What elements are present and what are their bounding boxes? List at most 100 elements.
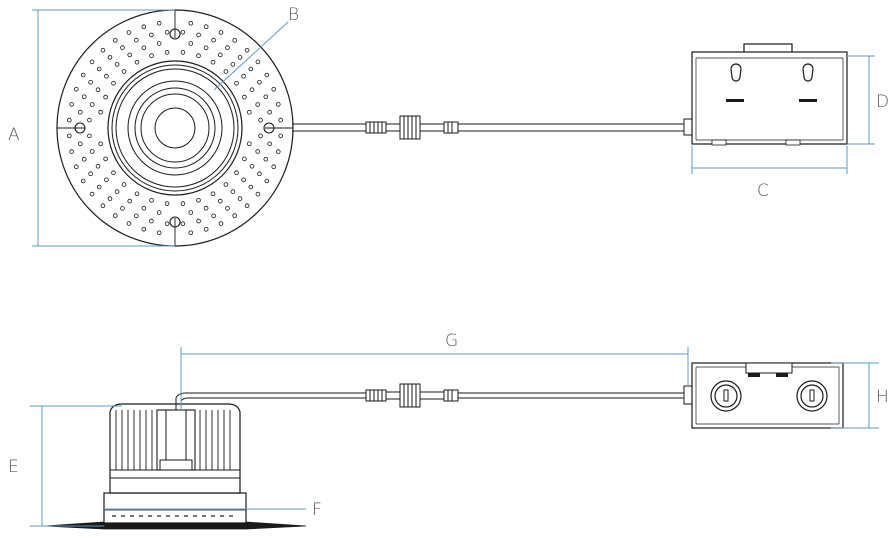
perforation-dot <box>255 149 261 154</box>
perforation-dot <box>264 178 270 184</box>
perforation-dot <box>81 94 87 100</box>
trim-flange <box>43 492 307 530</box>
perforation-dot <box>223 69 229 74</box>
side-view: G H E F <box>8 331 889 530</box>
perforation-dot <box>264 72 270 78</box>
perforation-dot <box>255 191 261 197</box>
perforation-dot <box>121 182 127 187</box>
perforation-dot <box>218 52 223 58</box>
perforation-dot <box>80 72 86 78</box>
perforation-dot <box>267 109 273 115</box>
perforation-dot <box>248 184 254 190</box>
perforation-dot <box>278 117 284 123</box>
perforation-dot <box>111 81 116 86</box>
perforation-dot <box>74 164 79 170</box>
perforation-dot <box>232 38 238 43</box>
perforation-dot <box>127 198 132 204</box>
perforation-dot <box>74 87 79 92</box>
dimension-d <box>847 55 875 145</box>
junction-box-top-view <box>691 43 848 146</box>
perforation-dot <box>164 29 170 35</box>
perforation-dot <box>127 52 132 58</box>
perforation-dot <box>120 206 125 211</box>
perforation-dot <box>69 149 74 154</box>
perforation-dot <box>271 87 277 92</box>
perforation-dot <box>218 30 224 35</box>
perforation-dot <box>257 80 262 85</box>
perforation-dot <box>87 133 92 139</box>
mounting-screw-holes <box>74 28 275 228</box>
perforation-dot <box>211 213 216 219</box>
perforation-dot <box>164 201 170 206</box>
top-cable <box>292 115 694 140</box>
dimension-e <box>30 405 122 527</box>
perforation-pattern <box>67 20 284 236</box>
perforation-dot <box>96 66 102 72</box>
perforation-dot <box>156 230 162 236</box>
perforation-dot <box>126 30 132 35</box>
perforation-dot <box>114 189 120 194</box>
perforation-dot <box>89 59 95 65</box>
perforation-dot <box>234 170 239 176</box>
perforation-dot <box>180 50 186 55</box>
perforation-dot <box>90 149 95 154</box>
label-h: H <box>876 387 889 407</box>
perforation-dot <box>87 117 92 123</box>
perforation-dot <box>244 203 250 209</box>
perforation-dot <box>203 45 209 51</box>
perforation-dot <box>196 32 201 38</box>
perforation-dot <box>67 133 72 139</box>
perforation-dot <box>98 141 103 147</box>
perforation-dot <box>120 45 125 50</box>
perforation-dot <box>134 59 140 65</box>
perforation-dot <box>244 47 250 53</box>
perforation-dot <box>249 87 255 92</box>
perforation-dot <box>180 29 186 35</box>
perforation-dot <box>141 205 147 211</box>
perforation-dot <box>267 141 273 147</box>
perforation-dot <box>104 177 109 183</box>
dimension-a <box>32 9 175 247</box>
perforation-dot <box>81 156 87 162</box>
leader-b <box>213 21 289 91</box>
perforation-dot <box>180 221 186 227</box>
perforation-dot <box>104 73 109 79</box>
perforation-dot <box>149 198 154 203</box>
perforation-dot <box>149 32 154 38</box>
heat-sink <box>109 403 241 494</box>
perforation-dot <box>78 109 83 115</box>
dimension-h <box>831 362 879 429</box>
perforation-dot <box>95 87 101 92</box>
perforation-dot <box>156 210 162 215</box>
perforation-dot <box>113 213 118 218</box>
perforation-dot <box>67 117 72 123</box>
label-g: G <box>445 331 458 351</box>
perforation-dot <box>210 59 216 65</box>
perforation-dot <box>225 45 230 50</box>
label-a: A <box>8 125 20 145</box>
perforation-dot <box>241 73 246 79</box>
perforation-dot <box>141 24 147 30</box>
perforation-dot <box>95 164 101 169</box>
perforation-dot <box>196 53 201 58</box>
fixture-bezel <box>107 60 243 196</box>
perforation-dot <box>263 156 269 162</box>
junction-box-side-view <box>691 362 844 429</box>
perforation-dot <box>107 196 113 201</box>
label-e: E <box>8 457 19 477</box>
perforation-dot <box>278 133 284 139</box>
label-f: F <box>312 500 322 520</box>
perforation-dot <box>211 37 216 43</box>
perforation-dot <box>255 102 261 107</box>
perforation-dot <box>134 37 139 43</box>
label-b: B <box>288 5 299 25</box>
perforation-dot <box>156 41 162 46</box>
perforation-dot <box>230 62 236 67</box>
perforation-dot <box>203 227 209 232</box>
perforation-dot <box>164 221 170 227</box>
perforation-dot <box>241 177 246 183</box>
perforation-dot <box>234 81 239 86</box>
perforation-dot <box>188 41 194 46</box>
label-c: C <box>757 181 769 201</box>
